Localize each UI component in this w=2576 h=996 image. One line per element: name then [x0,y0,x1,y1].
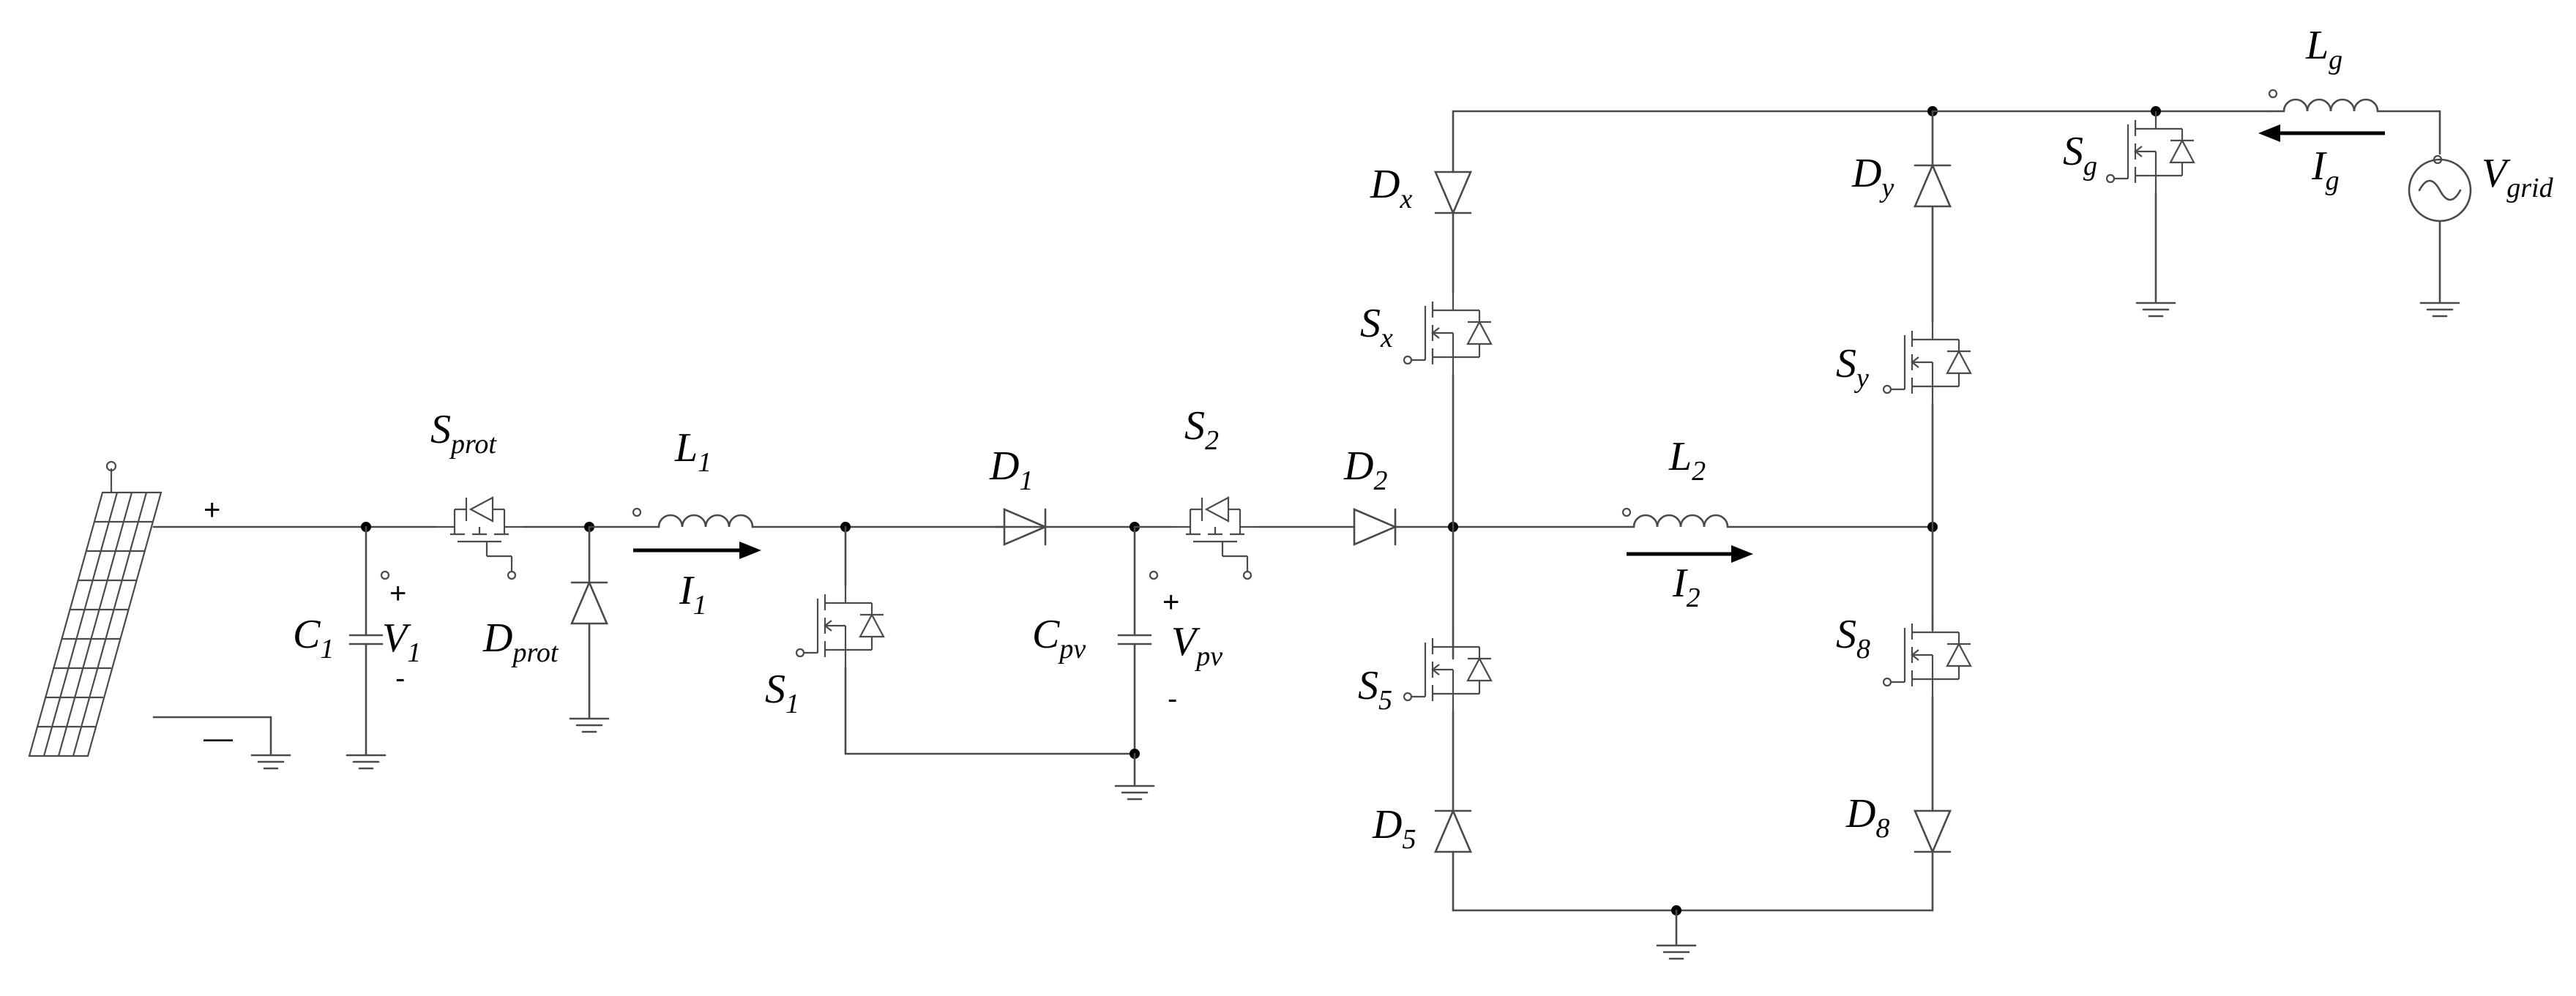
vpv-plus-sign: + [1162,586,1179,618]
label-s2: S2 [1184,403,1219,456]
label-lg: Lg [2305,23,2342,75]
vpv-minus-sign: - [1168,683,1177,715]
ground-icon [1656,944,1697,960]
label-s1: S1 [765,667,799,719]
label-l2: L2 [1668,434,1706,487]
diode-d2 [1353,508,1398,546]
label-i2: I2 [1672,561,1700,613]
switch-s5 [1403,628,1493,713]
switch-sx [1403,291,1493,376]
ground-icon [2135,302,2176,318]
inductor-l1 [632,507,754,528]
current-arrow-i1 [633,542,761,559]
label-i1: I1 [679,568,707,621]
label-c-pv: Cpv [1032,612,1086,664]
switch-s1 [795,525,885,755]
label-s5: S5 [1358,663,1392,716]
label-dy: Dy [1851,151,1894,203]
label-v-pv: Vpv [1171,619,1222,672]
pv-negative-wire [152,716,272,755]
label-ig: Ig [2311,143,2340,196]
diode-d8 [1914,809,1952,855]
pv-plus-sign: + [204,494,220,526]
ground-icon [250,754,291,770]
capacitor-c1 [346,525,387,770]
diode-dx [1434,171,1472,216]
capacitor-c-pv [1117,525,1152,755]
current-arrow-i2 [1627,545,1753,563]
label-d1: D1 [989,443,1033,496]
switch-s8 [1882,613,1972,698]
v1-plus-sign: + [389,577,406,610]
label-v1: V1 [382,615,421,668]
diode-dy [1914,162,1952,208]
label-d5: D5 [1372,802,1416,855]
terminal-icon [380,570,390,580]
switch-s2 [1170,496,1261,580]
ground-icon [2419,302,2460,318]
label-vgrid: Vgrid [2482,151,2554,203]
label-c1: C1 [293,612,334,664]
switch-sg [2105,110,2195,195]
pv-panel-icon [28,460,163,757]
v1-minus-sign: - [395,662,405,694]
switch-s-prot [434,496,525,580]
pv-minus-sign: — [204,722,233,755]
label-s8: S8 [1836,612,1870,664]
label-s-prot: Sprot [430,407,497,460]
label-d-prot: Dprot [482,615,559,668]
inductor-lg [2268,89,2379,113]
diode-d5 [1434,808,1472,853]
inductor-l2 [1621,507,1729,528]
diode-d1 [994,508,1048,546]
label-l1: L1 [674,425,712,478]
label-sx: Sx [1360,301,1393,353]
ground-icon [1114,785,1155,801]
terminal-icon [1149,570,1159,580]
label-sy: Sy [1836,341,1869,394]
label-d8: D8 [1845,791,1889,844]
diode-d-prot [569,525,610,733]
label-dx: Dx [1370,162,1412,214]
label-d2: D2 [1343,443,1387,496]
current-arrow-ig [2258,124,2385,142]
ac-source-icon [2408,154,2472,222]
switch-sy [1882,321,1972,405]
label-sg: Sg [2063,129,2097,181]
